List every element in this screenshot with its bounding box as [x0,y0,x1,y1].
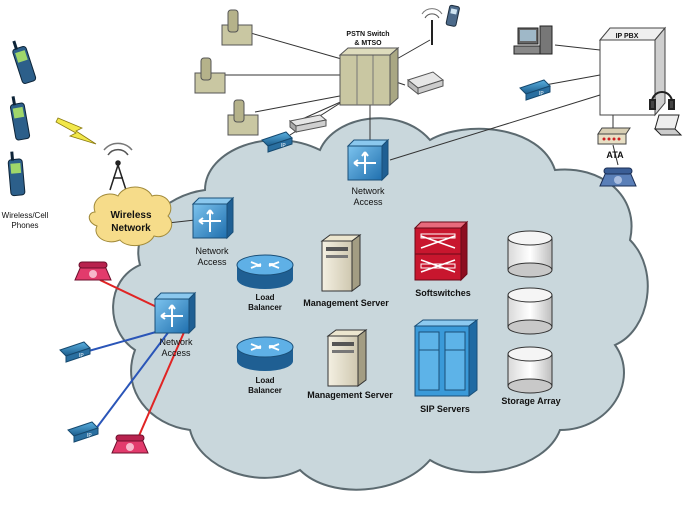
cell-phone-icon [7,151,26,197]
ip-badge: IP [79,353,84,359]
ata-label: ATA [606,150,624,160]
mobile-phone-icon [445,4,460,27]
network-access-label-2: Access [353,197,383,207]
softswitches-label: Softswitches [415,288,471,298]
analog-phone-icon [194,57,226,94]
cell-phone-icon [12,40,37,84]
network-access-router-icon [153,291,197,335]
wireless-signal-bolt-icon [55,117,97,145]
management-server-label: Management Server [307,390,393,400]
ip-phone-icon: IP [59,341,91,363]
network-access-router-icon [191,196,235,240]
desk-phone-icon [599,167,637,187]
wireless-phones-label-2: Phones [11,221,38,230]
blue-link-1 [84,329,164,353]
network-cloud [112,117,649,491]
network-access-label-2: Access [161,348,191,358]
ip-phone-icon: IP [67,421,99,443]
pink-phone-icon [111,434,149,454]
load-balancer-label-2: Balancer [248,303,282,312]
pstn-switch-label-2: & MTSO [354,40,382,47]
blue-link-2 [94,329,171,431]
storage-array-label: Storage Array [501,396,560,406]
ip-badge: IP [539,91,544,97]
network-access-label: Network [159,337,193,347]
radio-tower-icon [103,142,133,191]
headset-icon [649,91,675,110]
wireless-network-label-2: Network [111,223,151,234]
wireless-phones-label: Wireless/Cell [2,211,49,220]
network-access-router-icon [346,138,390,182]
cell-phone-icon [9,96,31,141]
ip-badge: IP [281,143,286,149]
hub-icon [288,114,328,134]
wireless-network-cloud [88,186,173,246]
network-access-label: Network [351,186,385,196]
load-balancer-label-2: Balancer [248,386,282,395]
load-balancer-label: Load [255,376,274,385]
red-link-2 [134,329,186,446]
ip-badge: IP [87,433,92,439]
sip-server-icon [413,319,479,397]
analog-phone-icon [221,9,253,46]
pstn-switch-label: PSTN Switch [346,31,389,38]
ata-device-icon [597,127,631,145]
desktop-computer-icon [513,25,553,55]
network-access-label: Network [195,246,229,256]
storage-disk-icon [507,287,553,335]
management-server-label: Management Server [303,298,389,308]
ip-phone-icon: IP [261,131,293,153]
load-balancer-icon [236,254,294,289]
storage-disk-icon [507,346,553,394]
ip-phone-icon: IP [519,79,551,101]
wireless-network-label: Wireless [110,210,151,221]
laptop-icon [653,114,683,136]
softswitch-icon [413,220,469,282]
analog-phone-icon [227,99,259,136]
pink-phone-icon [74,261,112,281]
server-icon [320,234,362,292]
load-balancer-icon [236,336,294,371]
pstn-switch-icon [338,46,400,107]
load-balancer-label: Load [255,293,274,302]
antenna-icon [421,8,443,45]
sip-servers-label: SIP Servers [420,404,470,414]
storage-disk-icon [507,230,553,278]
modem-icon [406,71,445,96]
red-link-1 [99,279,164,311]
server-icon [326,329,368,387]
ip-pbx-label: IP PBX [616,33,639,40]
network-access-label-2: Access [197,257,227,267]
